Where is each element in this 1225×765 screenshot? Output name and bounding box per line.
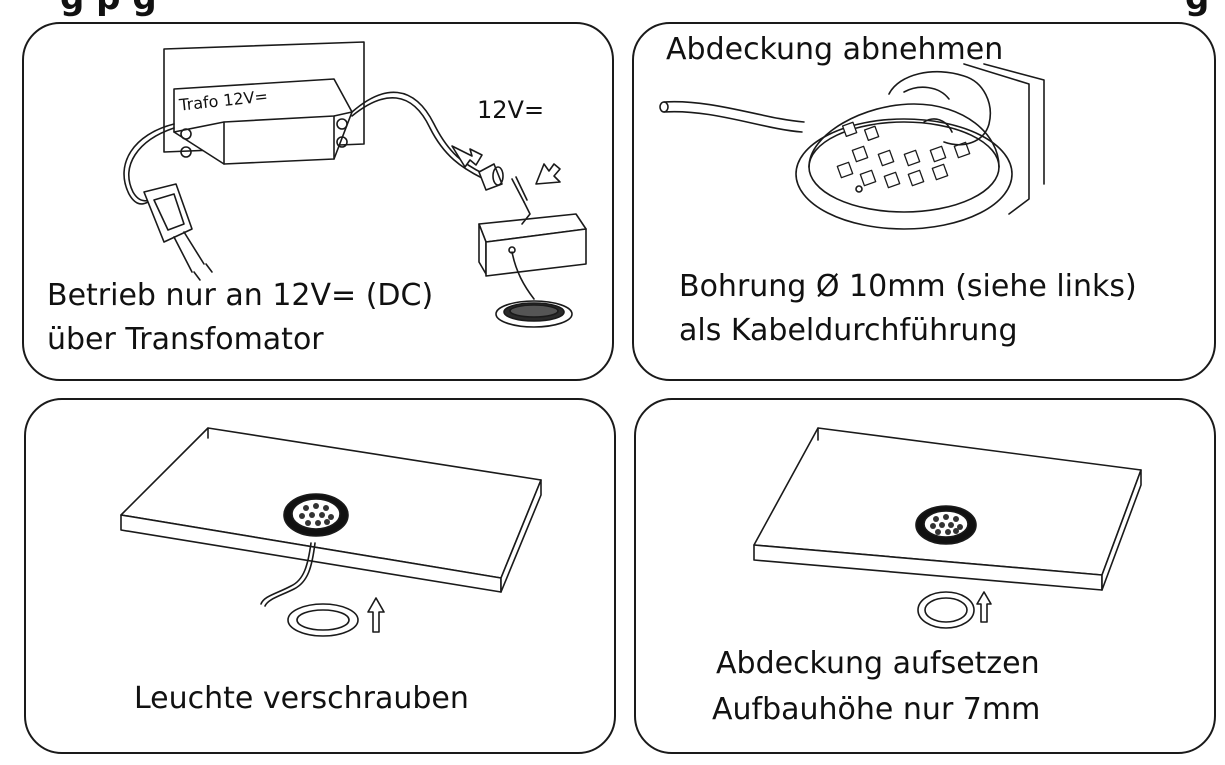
power-plug-icon <box>143 183 213 281</box>
arrow-icon <box>451 145 483 168</box>
attach-cover-illustration <box>753 427 1142 629</box>
led-light-icon <box>915 505 977 545</box>
screw-fixture-illustration <box>120 427 542 637</box>
cover-ring-icon <box>287 603 359 637</box>
screw-caption: Leuchte verschrauben <box>134 681 469 716</box>
cover-ring-icon <box>917 591 975 629</box>
remove-cover-title: Abdeckung abnehmen <box>666 32 1004 67</box>
led-light-icon <box>795 103 1013 230</box>
voltage-label: 12V= <box>477 96 545 124</box>
caption-line-1: Betrieb nur an 12V= (DC) <box>47 278 434 313</box>
panel-screw-fixture: Leuchte verschrauben <box>24 398 616 754</box>
junction-box-icon <box>478 213 587 277</box>
wall-plate-icon <box>163 41 365 153</box>
panel-attach-cover: Abdeckung aufsetzen Aufbauhöhe nur 7mm <box>634 398 1216 754</box>
arrow-icon <box>367 597 385 633</box>
transformer-icon <box>173 78 353 165</box>
caption-line-2: Aufbauhöhe nur 7mm <box>712 692 1041 727</box>
led-light-icon <box>495 300 573 328</box>
cropped-header-text: g p g g <box>0 0 1225 18</box>
header-fragment-right: g <box>1185 0 1209 18</box>
panel-power-supply: Trafo 12V= 12V= Betrieb nur an 12V= (DC)… <box>22 22 614 381</box>
caption-line-1: Abdeckung aufsetzen <box>716 646 1040 681</box>
caption-line-2: als Kabeldurchführung <box>679 313 1018 348</box>
caption-line-2: über Transfomator <box>47 322 324 357</box>
board-icon <box>753 427 1142 591</box>
caption-line-1: Bohrung Ø 10mm (siehe links) <box>679 269 1137 304</box>
arrow-icon <box>976 591 992 623</box>
header-fragment-left: g p g <box>60 0 157 18</box>
panel-remove-cover: Abdeckung abnehmen Bohrung Ø 10mm (siehe… <box>632 22 1216 381</box>
remove-cover-illustration <box>659 63 1045 230</box>
connector-icon <box>478 163 504 191</box>
hand-icon <box>888 70 991 146</box>
led-light-icon <box>283 493 349 537</box>
power-supply-illustration <box>123 41 587 328</box>
arrow-icon <box>535 163 561 185</box>
